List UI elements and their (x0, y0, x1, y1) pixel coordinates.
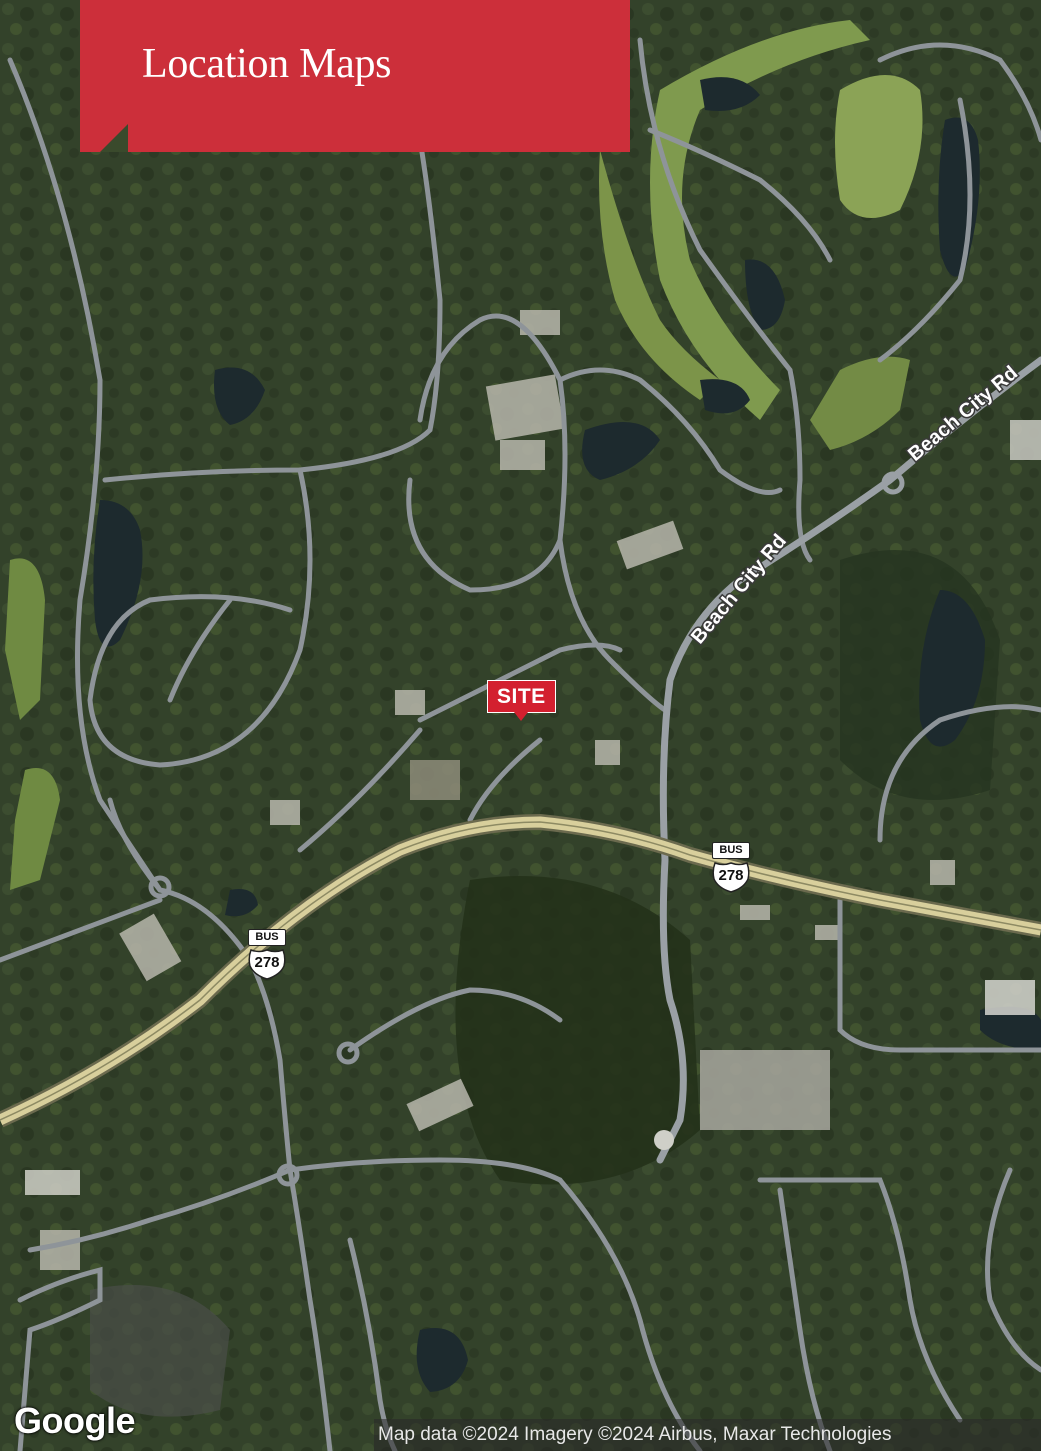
dense-forest (455, 876, 700, 1185)
lake (225, 889, 258, 917)
lake (214, 367, 265, 425)
lake (980, 1006, 1041, 1050)
roundabout (336, 1041, 360, 1065)
map-attribution: Map data ©2024 Imagery ©2024 Airbus, Max… (374, 1419, 1041, 1451)
golf-course (650, 20, 870, 420)
banner-notch (80, 124, 128, 152)
site-label: SITE (487, 680, 556, 713)
lake (582, 422, 660, 480)
golf-course (5, 558, 45, 720)
golf-course (810, 356, 910, 450)
route-banner: BUS (712, 842, 750, 859)
page-title: Location Maps (142, 41, 392, 87)
lake (745, 259, 785, 330)
marker-pin-icon (514, 712, 529, 721)
lake (700, 77, 760, 111)
roundabout (881, 471, 905, 495)
roundabout (276, 1163, 300, 1187)
beach-city-road (656, 356, 1041, 1164)
title-banner: Location Maps (80, 0, 630, 152)
golf-course (835, 75, 923, 218)
highway-278 (0, 821, 1041, 1121)
golf-course (599, 150, 720, 400)
route-banner: BUS (248, 929, 286, 946)
lake (416, 1328, 468, 1392)
dense-forest (90, 1285, 230, 1417)
roundabout (148, 875, 172, 899)
route-number: 278 (254, 954, 280, 971)
route-number: 278 (718, 867, 744, 884)
water-tower (654, 1130, 674, 1150)
golf-course (10, 768, 60, 890)
lake (700, 379, 750, 414)
google-logo: Google (14, 1400, 136, 1441)
lake (919, 590, 985, 747)
route-shield-278: BUS 278 (244, 929, 290, 980)
route-shield-278: BUS 278 (708, 842, 754, 893)
site-marker[interactable]: SITE (487, 680, 556, 721)
shield-icon (248, 949, 286, 980)
shield-icon (712, 862, 750, 893)
